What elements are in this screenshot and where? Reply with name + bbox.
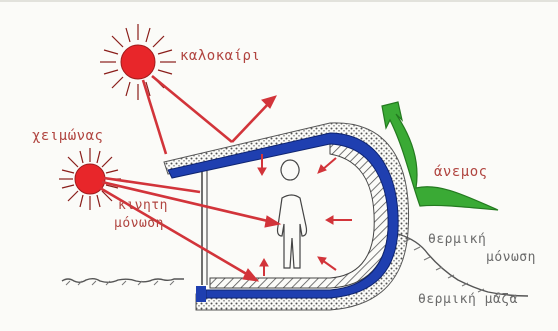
label-thermal-mass: θερμική μάζα (418, 292, 518, 307)
label-summer: καλοκαίρι (180, 48, 260, 64)
label-movable-insulation-1: κινητη (118, 198, 168, 213)
ground-left (62, 279, 184, 283)
floor-slab (196, 286, 206, 302)
heat-arrows (258, 154, 352, 276)
label-wind: άνεμος (434, 164, 488, 180)
person-figure (278, 160, 307, 268)
earth-berm-hatch (404, 239, 516, 298)
label-winter: χειμώνας (32, 128, 103, 144)
label-movable-insulation-2: μόνωση (114, 216, 164, 231)
label-thermal-insulation-1: θερμική (428, 232, 486, 247)
summer-sun-icon (100, 24, 176, 100)
label-thermal-insulation-2: μόνωση (486, 250, 536, 265)
